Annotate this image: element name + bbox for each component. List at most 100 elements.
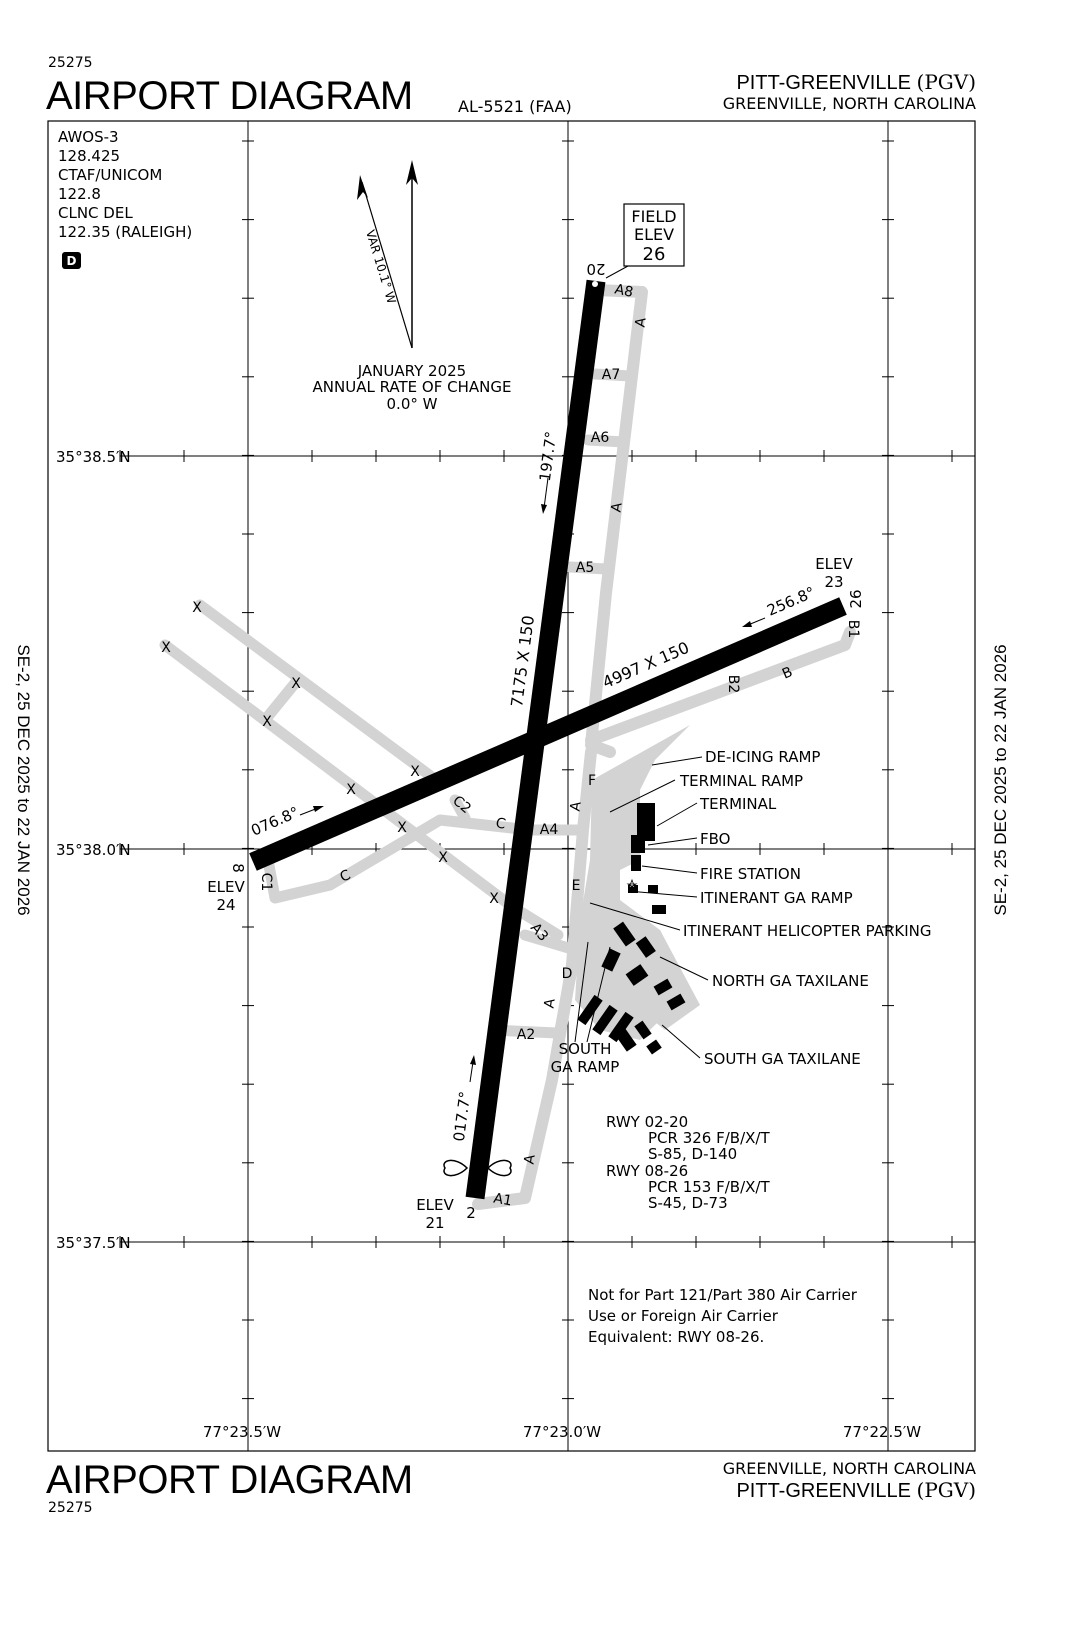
comm-line-1: AWOS-3 — [58, 128, 119, 146]
footer-airport-name: PITT-GREENVILLE (PGV) — [736, 1478, 976, 1503]
terminal-ramp-label: TERMINAL RAMP — [679, 772, 803, 790]
city-state: GREENVILLE, NORTH CAROLINA — [722, 94, 976, 113]
rate-line-1: JANUARY 2025 — [357, 362, 466, 380]
hangar-2 — [648, 885, 658, 893]
rwy-20-heading-arrowhead — [541, 504, 547, 514]
hangar-15 — [646, 1039, 662, 1055]
elev-02-value: 21 — [425, 1214, 444, 1232]
rwy-26-heading-arrowhead — [742, 621, 752, 627]
rate-line-2: ANNUAL RATE OF CHANGE — [313, 378, 512, 396]
label-a4: A4 — [540, 822, 559, 838]
hangar-1 — [628, 885, 638, 893]
south-ga-ramp-line-2: GA RAMP — [551, 1058, 620, 1076]
elev-08-value: 24 — [216, 896, 235, 914]
hangar-3 — [652, 905, 666, 914]
terminal-label: TERMINAL — [699, 795, 777, 813]
ga-ramp-area — [625, 930, 700, 1030]
field-elevation-leader — [605, 265, 629, 279]
hangar-group-north — [613, 921, 656, 958]
label-a8: A8 — [613, 281, 634, 300]
lon-22-5: 77°22.5′W — [843, 1423, 921, 1441]
pav-rwy-1: RWY 02-20 — [606, 1113, 688, 1131]
label-a-3: A — [567, 800, 584, 812]
hangar-6 — [601, 948, 621, 972]
hangar-12 — [608, 1011, 634, 1043]
label-x-1: X — [192, 600, 202, 616]
itinerant-helicopter-label: ITINERANT HELICOPTER PARKING — [683, 922, 932, 940]
rwy-02-light-left — [443, 1159, 469, 1177]
lat-38-0: 35°38.0′N — [56, 841, 131, 859]
taxiway-x-north — [194, 599, 446, 789]
footer-title: AIRPORT DIAGRAM — [46, 1458, 413, 1502]
airspace-badge-letter: D — [67, 254, 77, 268]
label-x-5: X — [410, 764, 420, 780]
taxiway-a-north — [585, 284, 648, 758]
taxiway-x-connector — [259, 676, 302, 726]
true-north-arrowhead — [406, 160, 418, 185]
fbo-leader — [647, 837, 698, 846]
taxiway-c — [262, 814, 536, 904]
facility-labels: DE-ICING RAMP TERMINAL RAMP TERMINAL FBO… — [551, 748, 932, 1076]
comm-line-2: 128.425 — [58, 147, 120, 165]
label-f: F — [588, 773, 596, 789]
runway-08-26 — [249, 597, 847, 871]
terminal-leader — [656, 802, 698, 827]
label-d: D — [562, 966, 573, 982]
airport-code: (PGV) — [916, 70, 976, 94]
label-e: E — [572, 878, 581, 894]
elev-08-label: ELEV — [207, 878, 245, 896]
fire-station-label: FIRE STATION — [700, 865, 801, 883]
taxiway-a3 — [519, 929, 581, 956]
pav-pcr-1: PCR 326 F/B/X/T — [648, 1129, 770, 1147]
rwy-26-number: 26 — [847, 589, 865, 608]
rwy-02-heading-arrow — [469, 1061, 474, 1083]
taxiway-c2 — [449, 794, 471, 824]
rwy-02-light-right — [486, 1159, 512, 1177]
hangar-9 — [666, 993, 686, 1011]
pav-strength-1: S-85, D-140 — [648, 1145, 737, 1163]
rwy-02-lights — [443, 1159, 512, 1177]
footer-chart-number: 25275 — [48, 1500, 93, 1516]
magnetic-north-arrowhead — [357, 175, 368, 200]
mag-var-label: VAR 10.1° W — [363, 228, 399, 305]
procedure-id: AL-5521 (FAA) — [458, 97, 572, 116]
label-a2: A2 — [517, 1027, 535, 1043]
graticule — [120, 121, 975, 1451]
taxiway-a5 — [564, 561, 612, 575]
fire-station-leader — [641, 865, 698, 874]
north-ga-leader — [659, 956, 709, 981]
notice-line-2: Use or Foreign Air Carrier — [588, 1307, 779, 1325]
airport-name: PITT-GREENVILLE (PGV) — [736, 70, 976, 95]
airport-name-text: PITT-GREENVILLE — [736, 72, 911, 94]
elev-02-label: ELEV — [416, 1196, 454, 1214]
chart-number: 25275 — [48, 55, 93, 71]
hangar-14 — [634, 1020, 652, 1040]
label-x-3: X — [291, 676, 301, 692]
comm-line-3: CTAF/UNICOM — [58, 166, 162, 184]
comm-line-6: 122.35 (RALEIGH) — [58, 223, 192, 241]
lat-37-5: 35°37.5′N — [56, 1234, 131, 1252]
ramps — [575, 725, 700, 1040]
label-a5: A5 — [576, 560, 594, 576]
terminal-building — [637, 803, 655, 841]
elev-26-value: 23 — [824, 573, 843, 591]
label-x-2: X — [161, 640, 171, 656]
magnetic-north-line — [361, 181, 413, 349]
facility-leaders — [574, 756, 709, 1059]
footer-airport-name-text: PITT-GREENVILLE — [736, 1480, 911, 1502]
label-b1: B1 — [845, 620, 861, 639]
deicing-ramp-label: DE-ICING RAMP — [705, 748, 820, 766]
north-arrows — [357, 160, 418, 349]
rwy-20-number: 20 — [586, 260, 605, 278]
field-elev-line-2: ELEV — [634, 225, 674, 244]
notice-line-3: Equivalent: RWY 08-26. — [588, 1328, 764, 1346]
label-a-1: A — [632, 316, 649, 328]
hangar-5 — [635, 936, 656, 958]
south-ga-ramp-line-1: SOUTH — [559, 1040, 612, 1058]
pav-strength-2: S-45, D-73 — [648, 1194, 728, 1212]
field-elevation-box — [623, 203, 685, 267]
fire-station-building — [631, 855, 641, 871]
hangar-11 — [592, 1004, 618, 1036]
label-a-5: A — [521, 1153, 538, 1165]
